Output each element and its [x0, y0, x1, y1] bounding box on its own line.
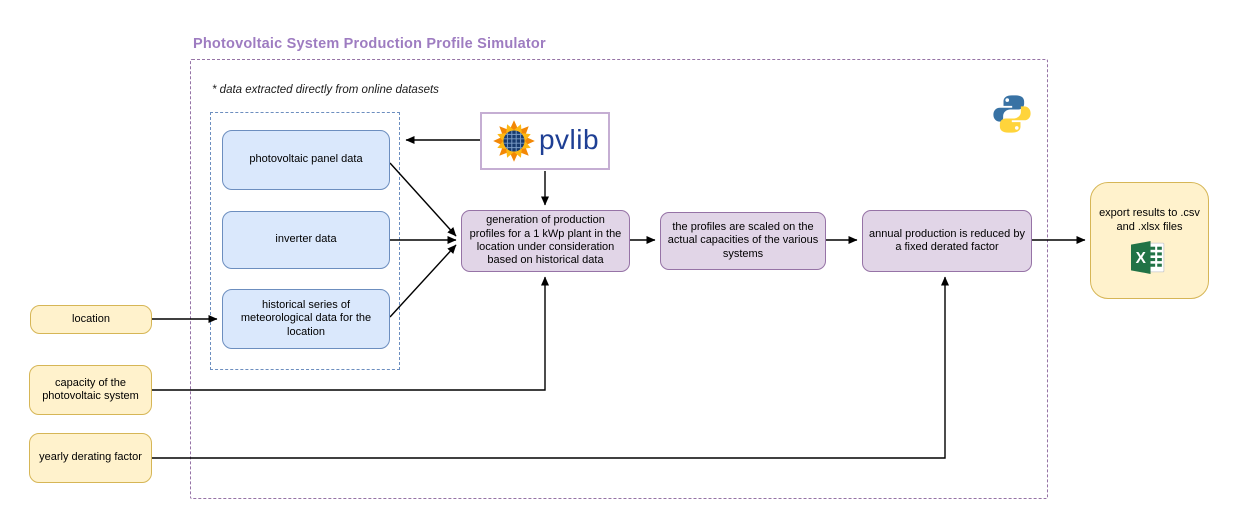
node-label: the profiles are scaled on the actual ca… — [667, 220, 819, 260]
node-label: generation of production profiles for a … — [469, 214, 622, 267]
node-label: historical series of meteorological data… — [240, 298, 372, 338]
page-title: Photovoltaic System Production Profile S… — [193, 36, 546, 52]
node-label: location — [72, 312, 110, 325]
node-profile-scaling: the profiles are scaled on the actual ca… — [660, 212, 826, 270]
node-photovoltaic-panel-data: photovoltaic panel data — [222, 130, 390, 190]
node-label: capacity of the photovoltaic system — [42, 376, 139, 402]
pvlib-logo-box: pvlib — [480, 112, 610, 170]
excel-icon: X — [1131, 240, 1165, 274]
node-label: photovoltaic panel data — [249, 153, 363, 166]
svg-text:X: X — [1136, 250, 1147, 267]
node-export-results: export results to .csv and .xlsx files X — [1090, 182, 1209, 299]
pvlib-wordmark: pvlib — [538, 123, 600, 155]
node-label: inverter data — [275, 233, 337, 246]
node-meteorological-data: historical series of meteorological data… — [222, 289, 390, 349]
pvlib-sun-icon — [493, 120, 535, 162]
datasets-note: * data extracted directly from online da… — [212, 84, 439, 96]
node-annual-derating: annual production is reduced by a fixed … — [862, 210, 1032, 272]
node-inverter-data: inverter data — [222, 211, 390, 269]
node-label: yearly derating factor — [39, 451, 142, 464]
node-yearly-derating-input: yearly derating factor — [29, 433, 152, 483]
python-logo-icon — [993, 95, 1031, 133]
node-location-input: location — [30, 305, 152, 334]
node-label: annual production is reduced by a fixed … — [869, 227, 1025, 253]
node-generation-profiles: generation of production profiles for a … — [461, 210, 630, 272]
node-capacity-input: capacity of the photovoltaic system — [29, 365, 152, 415]
node-label: export results to .csv and .xlsx files — [1099, 207, 1200, 233]
